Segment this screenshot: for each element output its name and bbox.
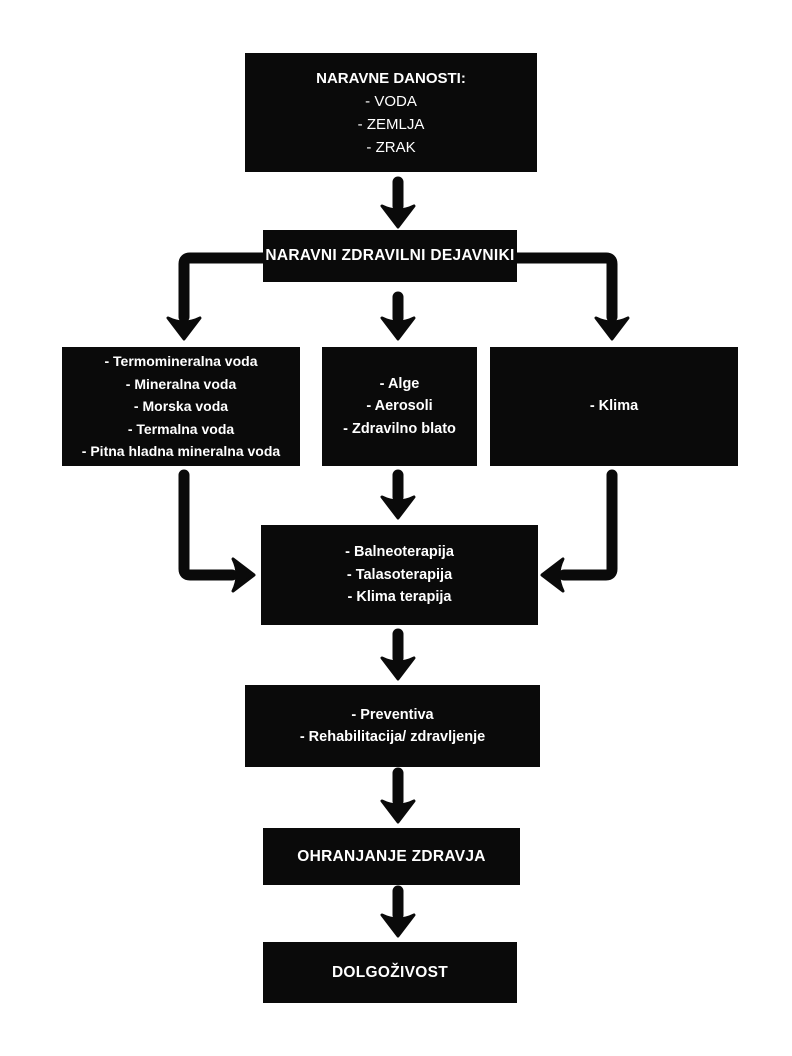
node-naravne-danosti-item: - ZEMLJA xyxy=(357,115,425,133)
node-ohranjanje-zdravja: OHRANJANJE ZDRAVJA xyxy=(263,828,520,885)
node-dolgozivost: DOLGOŽIVOST xyxy=(263,942,517,1003)
node-naravne-danosti-item: - VODA xyxy=(365,92,417,110)
node-klima: - Klima xyxy=(490,347,738,466)
node-preventiva-item: - Preventiva xyxy=(351,706,434,723)
node-dolgozivost-label: DOLGOŽIVOST xyxy=(331,963,449,981)
arrow-dejavniki-to-klima xyxy=(511,252,630,341)
node-vode-item: - Morska voda xyxy=(133,398,229,415)
node-vode-item: - Mineralna voda xyxy=(125,375,237,392)
node-zdravilni-dejavniki-label: NARAVNI ZDRAVILNI DEJAVNIKI xyxy=(265,247,515,264)
arrow-klima-to-terapije xyxy=(540,469,618,593)
arrow-terapije-to-preventiva xyxy=(380,628,416,681)
node-preventiva-item: - Rehabilitacija/ zdravljenje xyxy=(299,729,486,745)
arrow-preventiva-to-ohranjanje xyxy=(380,767,416,824)
node-terapije-item: - Balneoterapija xyxy=(345,544,454,561)
node-klima-item: - Klima xyxy=(589,398,639,415)
node-vode-item: - Termalna voda xyxy=(127,420,235,437)
node-alge-item: - Aerosoli xyxy=(366,398,433,415)
arrow-alge-to-terapije xyxy=(380,469,416,520)
node-vode: - Termomineralna voda - Mineralna voda -… xyxy=(62,347,300,466)
arrow-vode-to-terapije xyxy=(178,469,256,593)
arrow-naravne-to-dejavniki xyxy=(380,176,416,229)
node-naravne-danosti-item: - ZRAK xyxy=(366,138,416,156)
node-naravne-danosti: NARAVNE DANOSTI: - VODA - ZEMLJA - ZRAK xyxy=(245,53,537,172)
arrow-dejavniki-to-vode xyxy=(166,252,269,341)
node-vode-item: - Termomineralna voda xyxy=(104,353,258,370)
node-terapije-item: - Klima terapija xyxy=(347,589,452,606)
node-terapije: - Balneoterapija - Talasoterapija - Klim… xyxy=(261,525,538,625)
node-ohranjanje-zdravja-label: OHRANJANJE ZDRAVJA xyxy=(297,847,486,865)
node-zdravilni-dejavniki: NARAVNI ZDRAVILNI DEJAVNIKI xyxy=(263,230,517,282)
node-naravne-danosti-heading: NARAVNE DANOSTI: xyxy=(316,69,466,87)
node-vode-item: - Pitna hladna mineralna voda xyxy=(81,443,281,460)
arrow-ohranjanje-to-dolgozivost xyxy=(380,885,416,938)
node-alge-aerosoli-blato: - Alge - Aerosoli - Zdravilno blato xyxy=(322,347,477,466)
node-alge-item: - Zdravilno blato xyxy=(343,420,456,437)
node-terapije-item: - Talasoterapija xyxy=(346,566,453,583)
node-preventiva-rehabilitacija: - Preventiva - Rehabilitacija/ zdravljen… xyxy=(245,685,540,767)
node-alge-item: - Alge xyxy=(379,375,420,392)
arrow-dejavniki-to-alge xyxy=(380,291,416,341)
